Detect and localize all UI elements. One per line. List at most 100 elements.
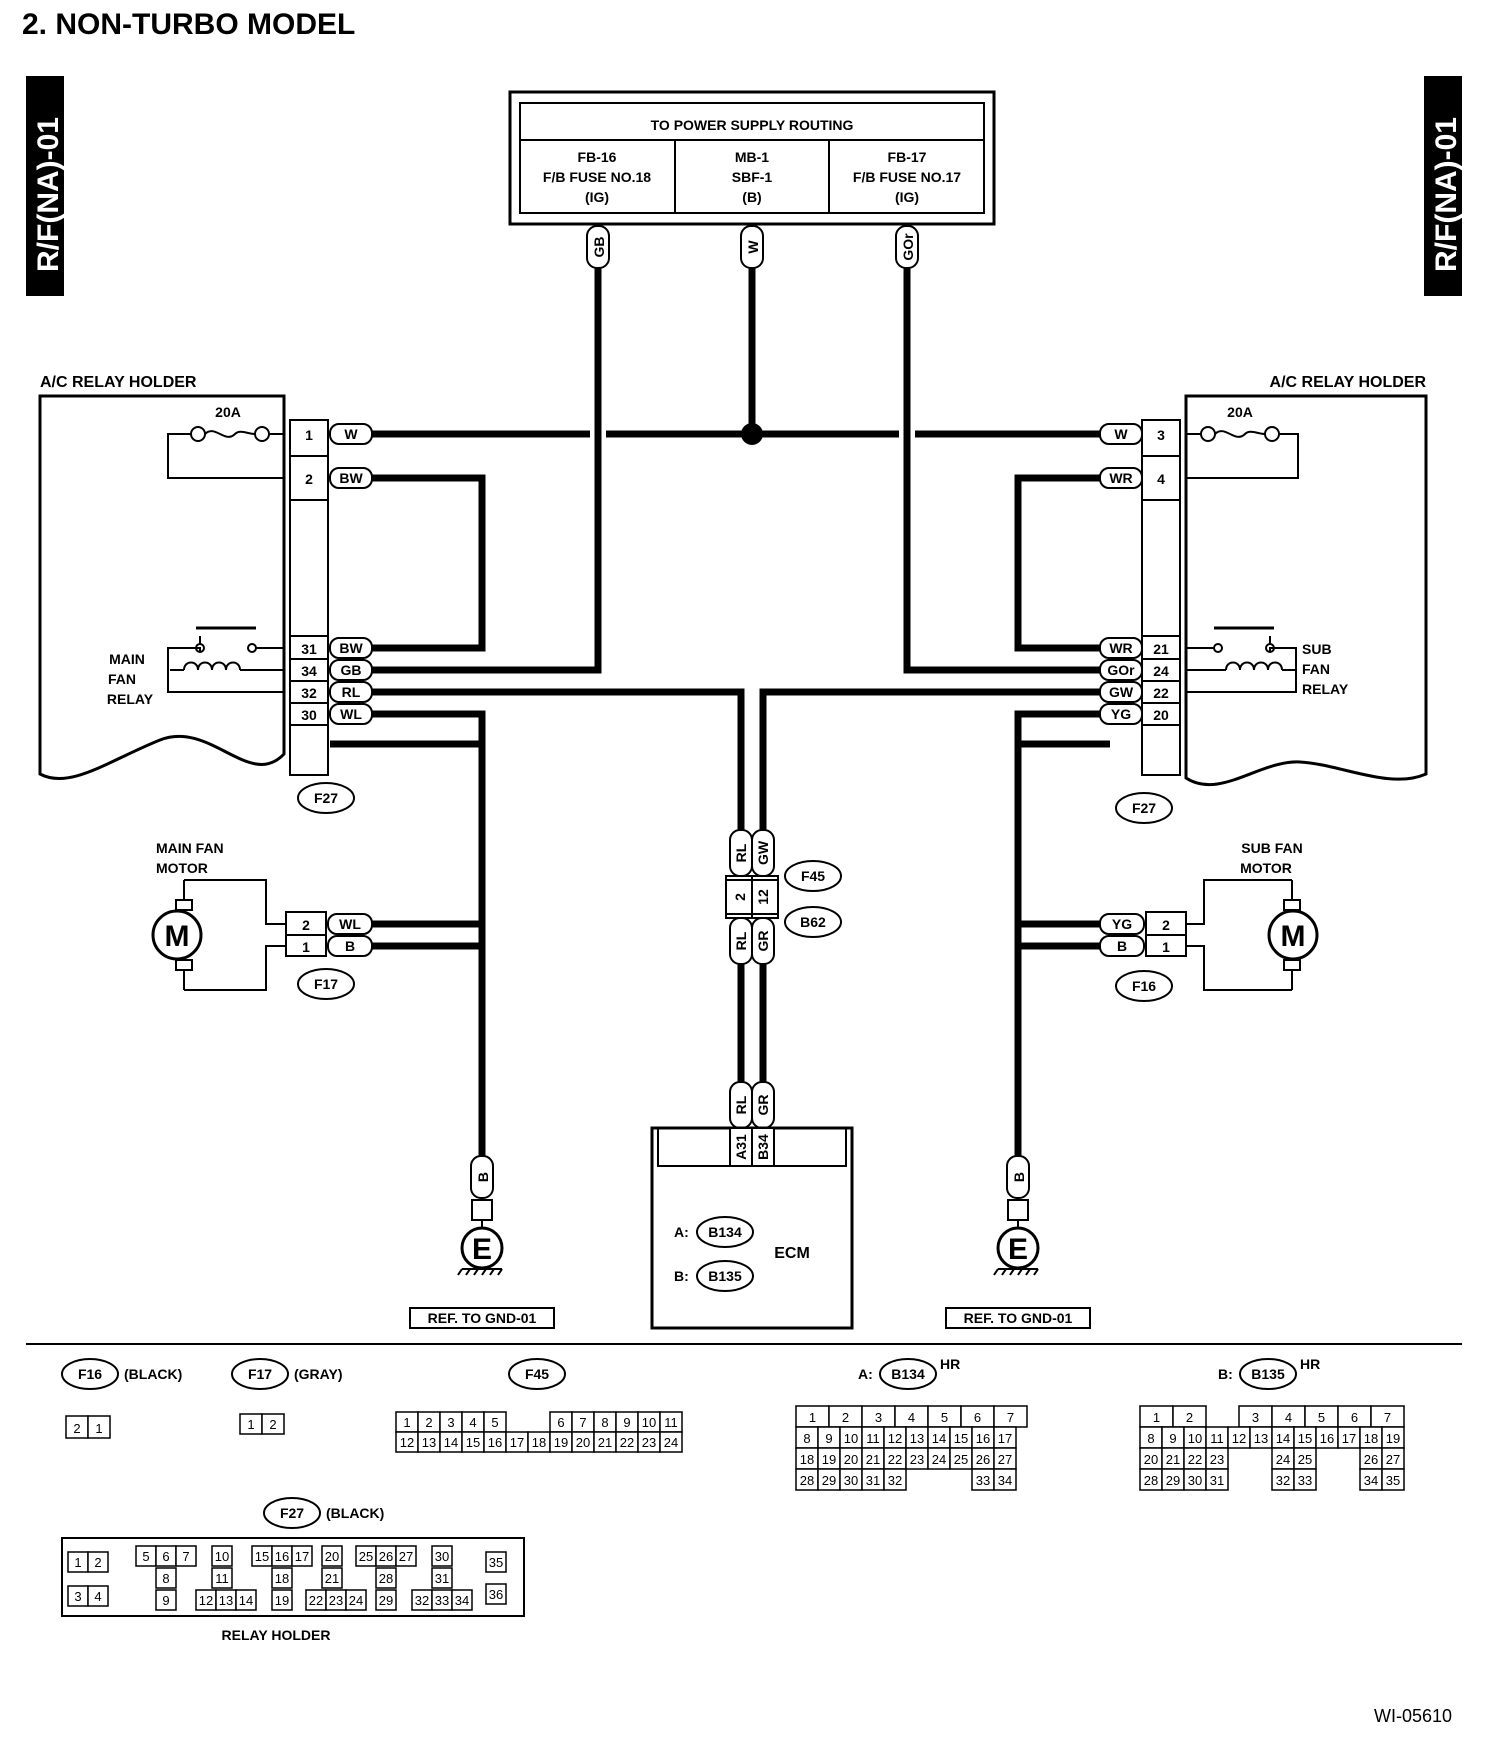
ecm-wire-rl: RL [733,1095,749,1114]
f27-pin-27-cell [395,1545,417,1567]
b134-pin-16-label: 16 [976,1431,990,1446]
sub-fan-wire-yg: YG [1112,916,1132,932]
b134-pin-31-label: 31 [866,1473,880,1488]
legend-f27-name: F27 [280,1505,304,1521]
f45-pin-14-label: 14 [444,1435,458,1450]
f45-pin-8-label: 8 [601,1415,608,1430]
f27-pin-30-label: 30 [435,1549,449,1564]
f27-pin-31-label: 31 [435,1571,449,1586]
right-pin-3: 3 [1157,427,1165,443]
center-wire-gr-bottom: GR [755,931,771,952]
connector-f45: F45 [801,868,825,884]
b134-pin-4-label: 4 [908,1410,915,1425]
f16-pin-1-cell [87,1415,111,1439]
b135-pin-7-label: 7 [1384,1410,1391,1425]
left-ground: B E REF. TO GND-01 [409,1155,555,1329]
right-holder-label: A/C RELAY HOLDER [1270,374,1427,391]
wires [330,262,1118,1160]
right-relay-label-3: RELAY [1302,681,1349,697]
b135-pin-19-label: 19 [1386,1431,1400,1446]
power-cell-3-line2: F/B FUSE NO.17 [853,169,961,185]
f27-pin-27-label: 27 [399,1549,413,1564]
b134-pin-6-label: 6 [974,1410,981,1425]
ecm-connector-b134: B134 [708,1224,742,1240]
left-wire-wl: WL [340,706,362,722]
left-ground-symbol: E [472,1233,492,1266]
sub-fan-motor-label-2: MOTOR [1240,860,1292,876]
right-connector-f27: F27 [1132,800,1156,816]
right-wire-yg: YG [1111,706,1131,722]
b135-pin-1-label: 1 [1153,1410,1160,1425]
left-pin-32: 32 [301,685,317,701]
b135-pin-33-label: 33 [1298,1473,1312,1488]
b135-pin-27-label: 27 [1386,1452,1400,1467]
left-pin-2: 2 [305,471,313,487]
left-pin-34: 34 [301,663,317,679]
b135-pin-5-label: 5 [1318,1410,1325,1425]
legend-b134-name: B134 [891,1366,925,1382]
left-relay-label-1: MAIN [109,651,145,667]
left-ground-wire: B [475,1172,491,1182]
f27-pin-11-label: 11 [215,1571,229,1586]
f27-pin-33-label: 33 [435,1593,449,1608]
f27-pin-16-label: 16 [275,1549,289,1564]
f27-pin-34-cell [451,1589,473,1611]
f45-pin-19-label: 19 [554,1435,568,1450]
f27-pin-35-label: 35 [489,1555,503,1570]
main-fan-pin-1: 1 [302,939,310,955]
b135-pin-31-cell [1205,1468,1229,1491]
ecm-pin-a31: A31 [733,1134,749,1160]
left-wire-bw: BW [339,470,363,486]
ecm-b-prefix: B: [674,1268,689,1284]
f45-pin-16-label: 16 [488,1435,502,1450]
wire-tag-w: W [745,240,761,254]
sub-fan-motor: SUB FAN MOTOR M 2 1 YG B F16 [1099,840,1319,1002]
center-wire-gw-top: GW [755,840,771,865]
ecm-pin-b34: B34 [755,1134,771,1160]
b134-pin-7-label: 7 [1007,1410,1014,1425]
b135-pin-26-label: 26 [1364,1452,1378,1467]
f27-pin-34-label: 34 [455,1593,469,1608]
center-wire-rl-top: RL [733,843,749,862]
f27-pin-4-cell [87,1585,109,1607]
f45-pin-13-label: 13 [422,1435,436,1450]
splice-dot [741,423,763,445]
b135-pin-10-label: 10 [1188,1431,1202,1446]
f27-pin-25-label: 25 [359,1549,373,1564]
legend-f16-color: (BLACK) [124,1366,182,1382]
b134-pin-9-label: 9 [825,1431,832,1446]
f27-pin-20-cell [321,1545,343,1567]
f27-pin-28-cell [375,1567,397,1589]
b134-pin-13-label: 13 [910,1431,924,1446]
right-pin-20: 20 [1153,707,1169,723]
b134-pin-3-label: 3 [875,1410,882,1425]
ecm-a-prefix: A: [674,1224,689,1240]
f27-pin-10-label: 10 [215,1549,229,1564]
f45-pin-15-label: 15 [466,1435,480,1450]
f17-pin-1-label: 1 [247,1417,254,1432]
f17-pin-2-cell [261,1413,285,1435]
sub-fan-pin-2: 2 [1162,917,1170,933]
sub-fan-motor-symbol: M [1281,920,1306,953]
b135-pin-22-label: 22 [1188,1452,1202,1467]
f27-pin-26-label: 26 [379,1549,393,1564]
b134-pin-30-label: 30 [844,1473,858,1488]
b135-pin-32-label: 32 [1276,1473,1290,1488]
f45-pin-24-label: 24 [664,1435,678,1450]
legend-f45-name: F45 [525,1366,549,1382]
f27-pin-4-label: 4 [94,1589,101,1604]
b135-pin-34-label: 34 [1364,1473,1378,1488]
ecm-label: ECM [774,1245,810,1262]
b134-pin-11-label: 11 [866,1431,880,1446]
right-relay-holder: A/C RELAY HOLDER 20A SUB FAN RELAY 3 4 [1099,374,1428,824]
main-fan-connector-f17: F17 [314,976,338,992]
left-relay-label-2: FAN [108,671,136,687]
power-cell-2-line2: SBF-1 [732,169,773,185]
right-fuse-label: 20A [1227,404,1253,420]
legend-f27-caption: RELAY HOLDER [222,1627,331,1643]
main-fan-motor-label-2: MOTOR [156,860,208,876]
f27-pin-19-label: 19 [275,1593,289,1608]
b134-pin-14-label: 14 [932,1431,946,1446]
